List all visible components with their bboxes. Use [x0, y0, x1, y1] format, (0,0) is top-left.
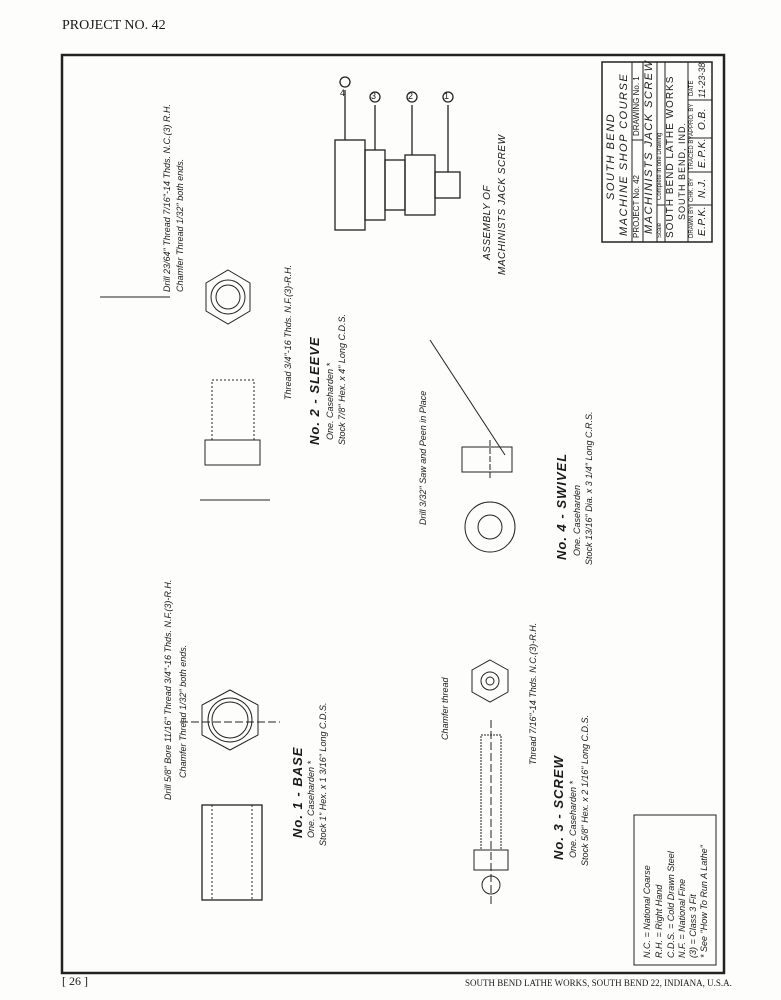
tb-project: PROJECT No. 42: [632, 175, 641, 238]
tb-drawing: DRAWING No. 1: [632, 76, 641, 136]
tb-drawn-label: DRAWN BY: [689, 205, 695, 238]
page-number: [ 26 ]: [62, 974, 88, 988]
screw-title: No. 3 - SCREW: [551, 755, 566, 860]
tb-appro-label: APPRO. BY: [689, 103, 695, 136]
balloon-4: 4: [340, 88, 346, 98]
tb-chk-label: CHK. BY: [689, 177, 695, 202]
sleeve-callout-1: Drill 23/64" Thread 7/16"-14 Thds. N.C.(…: [162, 104, 172, 292]
tb-chk-by: N.J.: [697, 178, 708, 198]
base-line2: Stock 1" Hex. x 1 3/16" Long C.D.S.: [318, 702, 328, 846]
note-1: N.C. = National Coarse: [642, 865, 652, 958]
screw-callout-1: Chamfer thread: [440, 677, 450, 740]
swivel-line2: Stock 13/16" Dia. x 3 1/4" Long C.R.S.: [584, 411, 594, 565]
sleeve-callout-3: Thread 3/4"-16 Thds. N.F.(3)-R.H.: [283, 264, 293, 400]
tb-date: 11-23-38: [697, 62, 707, 98]
note-6: * See "How To Run A Lathe": [699, 845, 709, 958]
screw-callout-2: Thread 7/16"-14 Thds. N.C.(3)-R.H.: [528, 622, 538, 765]
screw-line1: One. Caseharden *: [568, 780, 578, 858]
note-5: (3) = Class 3 Fit: [688, 894, 698, 958]
balloon-2: 2: [408, 91, 414, 101]
balloon-1: 1: [444, 91, 450, 101]
assembly-view: [334, 76, 461, 231]
note-4: N.F. = National Fine: [677, 878, 687, 958]
note-2: R.H. = Right Hand: [654, 884, 664, 958]
tb-drawn-by: E.P.K.: [697, 205, 708, 236]
base-callout-1: Drill 5/8" Bore 11/16" Thread 3/4"-16 Th…: [163, 579, 173, 800]
tb-line1: SOUTH BEND: [605, 112, 617, 200]
swivel-callout: Drill 3/32" Saw and Peen in Place: [418, 390, 428, 525]
drawing-border: [60, 53, 726, 975]
title-block: [601, 61, 713, 243]
base-callout-2: Chamfer Thread 1/32" both ends.: [178, 644, 188, 778]
balloon-3: 3: [371, 91, 377, 101]
swivel-title: No. 4 - SWIVEL: [554, 452, 569, 560]
sleeve-line2: Stock 7/8" Hex. x 4" Long C.D.S.: [337, 314, 347, 445]
publisher-footer: SOUTH BEND LATHE WORKS, SOUTH BEND 22, I…: [465, 978, 732, 988]
tb-company: SOUTH BEND LATHE WORKS: [665, 75, 676, 238]
notes-box: [633, 814, 717, 966]
sleeve-views: [100, 269, 270, 501]
screw-line2: Stock 5/8" Hex. x 2 1/16" Long C.D.S.: [580, 715, 590, 866]
base-line1: One. Caseharden *: [306, 760, 316, 838]
tb-scale: Scale: [657, 222, 663, 238]
tb-appro-by: O.B.: [697, 107, 708, 130]
assembly-title-2: MACHINISTS JACK SCREW: [497, 134, 508, 275]
note-3: C.D.S. = Cold Drawn Steel: [666, 851, 676, 958]
tb-complete: Complete in one Drawing: [657, 132, 663, 200]
swivel-views: [429, 339, 516, 553]
tb-city: SOUTH BEND, IND.: [677, 121, 687, 220]
tb-name: MACHINISTS JACK SCREW: [643, 59, 655, 234]
tb-traced-by: E.P.K.: [697, 137, 708, 168]
assembly-title-1: ASSEMBLY OF: [482, 185, 493, 260]
sleeve-title: No. 2 - SLEEVE: [307, 336, 322, 445]
base-views: [180, 689, 280, 901]
sleeve-line1: One. Caseharden *: [325, 362, 335, 440]
tb-line2: MACHINE SHOP COURSE: [618, 72, 630, 236]
sleeve-callout-2: Chamfer Thread 1/32" both ends.: [175, 158, 185, 292]
screw-views: [471, 659, 509, 905]
project-header: PROJECT NO. 42: [62, 18, 166, 33]
base-title: No. 1 - BASE: [290, 746, 305, 838]
swivel-line1: One. Caseharden: [572, 484, 582, 556]
tb-date-label: DATE: [689, 80, 695, 96]
tb-traced-label: TRACED BY: [689, 135, 695, 170]
